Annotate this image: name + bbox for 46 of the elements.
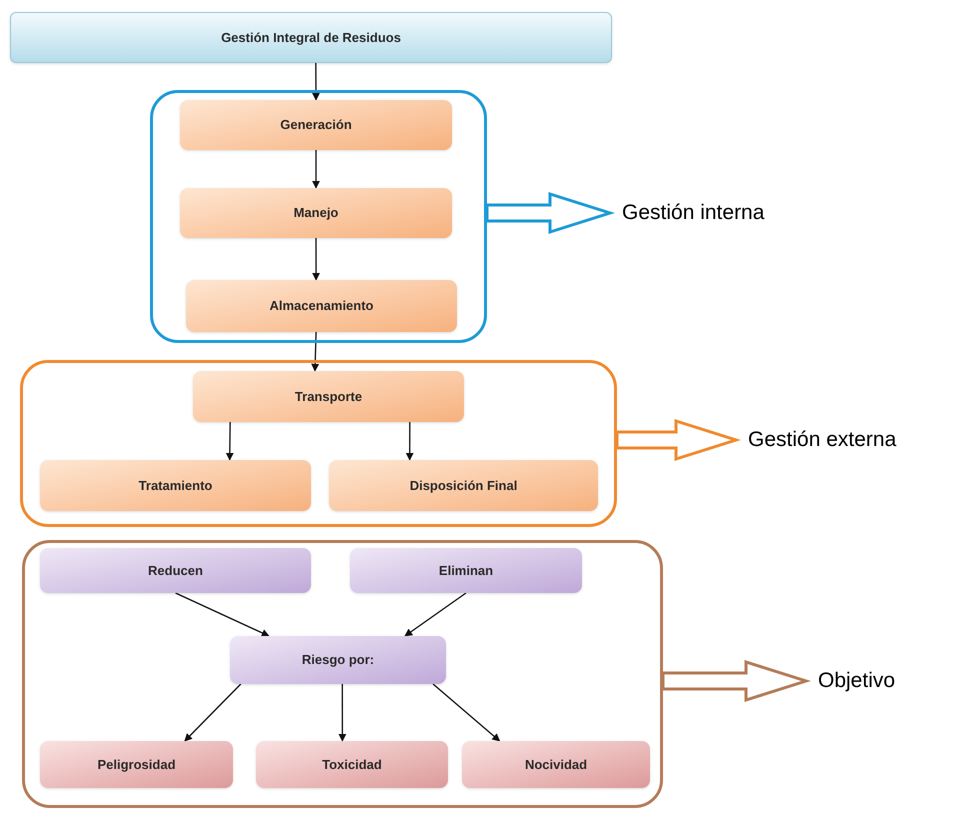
group-frame <box>20 360 617 527</box>
process-box <box>40 460 311 511</box>
box-label: Generación <box>280 116 352 134</box>
arrow <box>404 592 466 637</box>
arrow <box>406 422 414 461</box>
annotation-text: Gestión externa <box>748 427 896 454</box>
box-label: Manejo <box>294 204 338 222</box>
annotation-text: Gestión interna <box>622 200 764 226</box>
box-label: Nocividad <box>524 756 588 774</box>
title-box <box>10 12 612 63</box>
process-box <box>230 636 446 684</box>
process-box <box>180 188 452 238</box>
arrow <box>338 684 346 742</box>
block-arrow <box>486 192 615 234</box>
box-label: Riesgo por: <box>302 651 374 670</box>
arrow <box>226 422 234 461</box>
arrow <box>311 332 320 372</box>
process-box <box>256 741 448 788</box>
arrow <box>312 238 320 281</box>
box-label: Peligrosidad <box>97 756 176 774</box>
process-box <box>40 548 311 593</box>
arrow <box>432 684 500 742</box>
process-box <box>329 460 598 511</box>
box-label: Almacenamiento <box>269 297 374 316</box>
process-box <box>193 371 464 422</box>
block-arrow <box>662 660 811 702</box>
box-label: Gestión Integral de Residuos <box>221 28 401 47</box>
arrow <box>175 592 270 637</box>
group-frame <box>22 540 663 808</box>
box-label: Reducen <box>148 562 203 580</box>
process-box <box>40 741 233 788</box>
annotation-text: Objetivo <box>818 668 896 694</box>
block-arrow <box>616 418 741 462</box>
box-label: Disposición Final <box>410 476 518 495</box>
box-label: Toxicidad <box>322 756 382 774</box>
box-label: Tratamiento <box>138 476 212 495</box>
arrow <box>312 150 320 189</box>
process-box <box>462 741 650 788</box>
process-box <box>180 100 452 150</box>
box-label: Transporte <box>294 388 362 406</box>
process-box <box>350 548 582 593</box>
arrow <box>184 684 242 742</box>
box-label: Eliminan <box>438 562 494 580</box>
group-frame <box>150 90 487 343</box>
arrow <box>312 63 320 101</box>
process-box <box>186 280 457 332</box>
